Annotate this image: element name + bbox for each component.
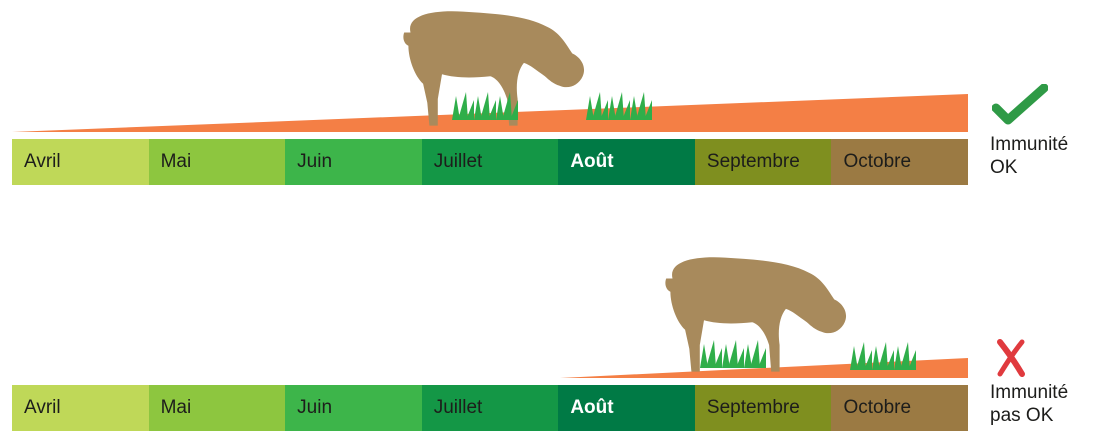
- month-octobre: Octobre: [831, 139, 968, 185]
- scenario-immunity-ok: Avril Mai Juin Juillet Août Septembre Oc…: [0, 0, 1101, 200]
- month-juillet: Juillet: [422, 139, 559, 185]
- month-aout: Août: [558, 385, 695, 431]
- cross-icon: [994, 338, 1028, 378]
- immunity-status: Immunité pas OK: [990, 381, 1068, 427]
- month-mai: Mai: [149, 139, 286, 185]
- status-label: Immunité: [990, 133, 1068, 156]
- month-avril: Avril: [12, 139, 149, 185]
- grazing-illustration: [0, 0, 1101, 140]
- month-septembre: Septembre: [695, 139, 832, 185]
- grass-growth-wedge: [12, 94, 968, 132]
- check-icon: [992, 84, 1048, 128]
- month-timeline: Avril Mai Juin Juillet Août Septembre Oc…: [12, 139, 968, 185]
- month-mai: Mai: [149, 385, 286, 431]
- month-juillet: Juillet: [422, 385, 559, 431]
- status-value: OK: [990, 156, 1068, 179]
- status-value: pas OK: [990, 404, 1068, 427]
- month-octobre: Octobre: [831, 385, 968, 431]
- month-aout: Août: [558, 139, 695, 185]
- month-septembre: Septembre: [695, 385, 832, 431]
- grazing-illustration: [0, 240, 1101, 385]
- month-timeline: Avril Mai Juin Juillet Août Septembre Oc…: [12, 385, 968, 431]
- grass-tuft-icon: [850, 342, 916, 370]
- grass-tuft-icon: [586, 92, 652, 120]
- status-label: Immunité: [990, 381, 1068, 404]
- grass-tuft-icon: [700, 340, 766, 368]
- immunity-status: Immunité OK: [990, 133, 1068, 179]
- month-avril: Avril: [12, 385, 149, 431]
- scenario-immunity-not-ok: Avril Mai Juin Juillet Août Septembre Oc…: [0, 240, 1101, 436]
- month-juin: Juin: [285, 139, 422, 185]
- month-juin: Juin: [285, 385, 422, 431]
